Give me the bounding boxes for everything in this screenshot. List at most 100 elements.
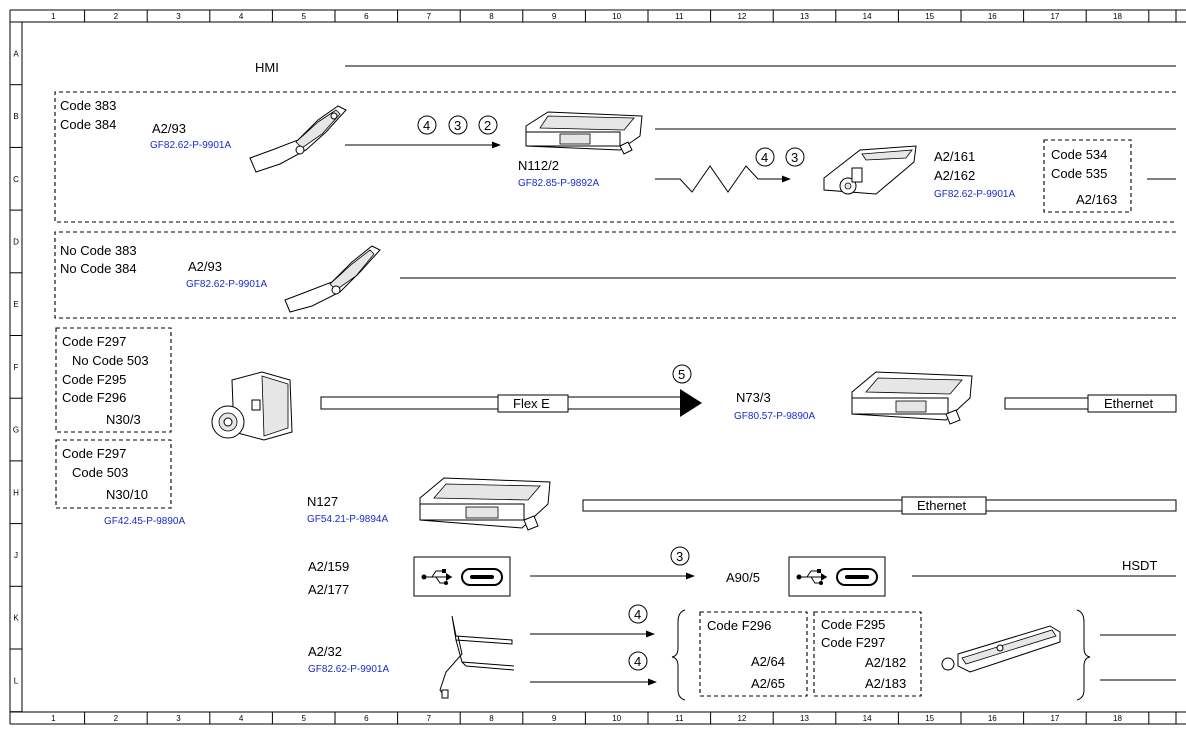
hsdt-label: HSDT (1122, 558, 1157, 573)
grid-column-label: 1 (51, 714, 56, 723)
grid-row-label: L (14, 676, 19, 685)
step-badge (670, 546, 690, 566)
grid-column-label: 1 (51, 12, 56, 21)
flex-e-label: Flex E (513, 396, 550, 411)
grid-column-label: 12 (737, 714, 746, 723)
grid-row-label: B (13, 112, 18, 121)
antenna-bar-icon (941, 625, 1061, 673)
grid-column-label: 9 (552, 714, 557, 723)
no-code-503-label: No Code 503 (72, 353, 149, 368)
camera-n30-10-group: Code F297 Code 503 N30/10 GF42.45-P-9890… (55, 439, 185, 527)
grid-column-label: 14 (863, 714, 872, 723)
n127-ethernet-label: Ethernet (917, 498, 967, 513)
grid-column-label: 13 (800, 714, 809, 723)
svg-text:5: 5 (678, 367, 685, 382)
grid-column-label: 2 (114, 12, 119, 21)
code-f297-label: Code F297 (62, 446, 126, 461)
step-badge: 4 (417, 115, 437, 135)
frame-border (9, 9, 1186, 725)
grid-column-label: 6 (364, 714, 369, 723)
grid-row-label: C (13, 175, 19, 184)
grid-row-label: G (13, 426, 19, 435)
camera-ref: GF42.45-P-9890A (104, 516, 185, 527)
svg-text:3: 3 (791, 150, 798, 165)
grid-column-label: 6 (364, 12, 369, 21)
component-a2-183-label: A2/183 (865, 676, 906, 691)
grid-column-label: 11 (675, 12, 684, 21)
grid-column-label: 7 (427, 714, 432, 723)
grid-column-label: 9 (552, 12, 557, 21)
control-unit-n127-icon (419, 477, 551, 531)
usb-icon (796, 569, 827, 585)
grid-column-label: 4 (239, 714, 244, 723)
step-badge: 2 (478, 115, 498, 135)
component-a2-32-ref: GF82.62-P-9901A (308, 664, 389, 675)
grid-column-label: 18 (1113, 12, 1122, 21)
svg-text:3: 3 (676, 549, 683, 564)
step-badge: 4 (755, 147, 775, 167)
group-code-383-384: Code 383 Code 384 A2/93 GF82.62-P-9901A … (54, 91, 1176, 223)
component-a2-163-label: A2/163 (1076, 192, 1117, 207)
svg-text:4: 4 (634, 607, 641, 622)
code-f297-label: Code F297 (821, 635, 885, 650)
code-f297-label: Code F297 (62, 334, 126, 349)
code-f296-label: Code F296 (707, 618, 771, 633)
component-a2-182-label: A2/182 (865, 655, 906, 670)
grid-column-label: 10 (612, 12, 621, 21)
grid-row-label: A (13, 49, 19, 58)
grid-column-label: 10 (612, 714, 621, 723)
grid-column-label: 13 (800, 12, 809, 21)
camera-n30-3-group: Code F297 No Code 503 Code F295 Code F29… (55, 327, 172, 433)
antenna-amplifier-icon (823, 145, 917, 195)
svg-text:4: 4 (634, 654, 641, 669)
grid-column-label: 5 (301, 12, 306, 21)
brace-right (1076, 609, 1091, 701)
code-f295-label: Code F295 (62, 372, 126, 387)
component-a2-93-label: A2/93 (188, 259, 222, 274)
grid-column-label: 15 (925, 12, 934, 21)
code-503-label: Code 503 (72, 465, 128, 480)
unit-n127-label: N127 (307, 494, 338, 509)
usb-a2-159-label: A2/159 (308, 559, 349, 574)
unit-n73-3-label: N73/3 (736, 390, 771, 405)
grid-row-label: K (13, 614, 19, 623)
code-383-label: Code 383 (60, 98, 116, 113)
step-badge (672, 364, 692, 384)
antenna-film-icon (439, 615, 515, 699)
step-badge (628, 651, 648, 671)
grid-row-label: E (13, 300, 18, 309)
n73-ethernet-bus: Ethernet (1004, 394, 1177, 413)
grid-column-label: 17 (1050, 714, 1059, 723)
option-box-code-f295-f297 (813, 611, 922, 697)
unit-n112-2-label: N112/2 (518, 158, 559, 173)
code-f296-label: Code F296 (62, 390, 126, 405)
grid-column-label: 11 (675, 714, 684, 723)
grid-column-label: 15 (925, 714, 934, 723)
control-unit-n73-3-icon (851, 371, 973, 425)
svg-text:4: 4 (423, 118, 430, 133)
no-code-383-label: No Code 383 (60, 243, 137, 258)
component-a2-93-ref: GF82.62-P-9901A (186, 279, 267, 290)
grid-column-label: 3 (176, 12, 181, 21)
step-badge (628, 604, 648, 624)
unit-n112-2-ref: GF82.85-P-9892A (518, 178, 599, 189)
code-534-label: Code 534 (1051, 147, 1107, 162)
usb-port-box (788, 556, 886, 597)
code-384-label: Code 384 (60, 117, 116, 132)
antenna-module-icon (284, 245, 381, 313)
svg-text:2: 2 (484, 118, 491, 133)
hmi-label: HMI (255, 60, 279, 75)
rf-zigzag-line (655, 165, 791, 193)
grid-column-label: 16 (988, 714, 997, 723)
grid-column-label: 5 (301, 714, 306, 723)
flex-e-bus: Flex E 5 (320, 364, 702, 417)
component-a2-93-label: A2/93 (152, 121, 186, 136)
grid-row-label: H (13, 488, 19, 497)
brace-left (671, 609, 686, 701)
option-box-code-f296 (699, 611, 808, 697)
unit-n127-ref: GF54.21-P-9894A (307, 514, 388, 525)
